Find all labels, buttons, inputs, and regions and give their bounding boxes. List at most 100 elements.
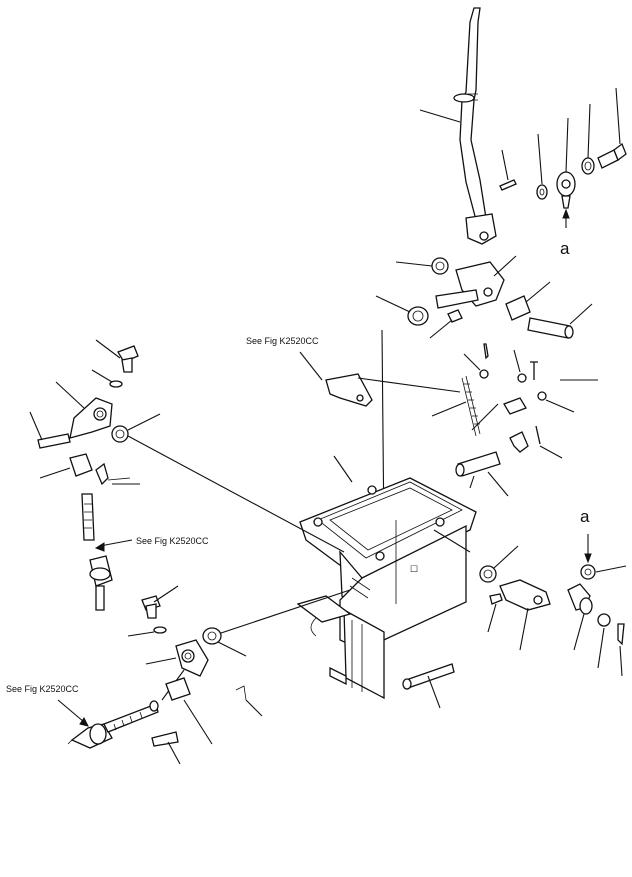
shaft-stub (469, 475, 475, 489)
leader-line (333, 455, 353, 483)
leader-line (217, 641, 247, 657)
marker-a-bottom: a (580, 507, 590, 526)
washer-lower-left (153, 626, 167, 634)
leader-line (487, 603, 497, 633)
leader-line (565, 117, 569, 173)
bushing-lower-left (202, 627, 222, 645)
leader-line (519, 607, 529, 651)
leader-line (545, 399, 575, 413)
arrow-head (584, 553, 592, 564)
leader-line (513, 349, 521, 373)
leader-line (153, 585, 179, 603)
bolt-part (597, 142, 627, 169)
yoke-part (435, 261, 505, 309)
pin-lower-left (151, 731, 179, 747)
bolt-lower-left (141, 595, 161, 619)
leader-line (587, 103, 591, 159)
leader-line (55, 381, 85, 409)
leader-line (539, 445, 563, 459)
reference-leader (299, 351, 323, 381)
clip-cluster (503, 361, 547, 453)
leader-line (537, 133, 543, 185)
leader-line (619, 645, 623, 677)
rod-end-part (556, 171, 576, 209)
arrow-head (79, 717, 89, 727)
leader-line (525, 281, 551, 303)
pin-small-a (479, 343, 489, 379)
reference-leader (99, 539, 133, 547)
leader-line (573, 613, 585, 651)
linkage-line (357, 377, 461, 393)
cotter-pin-lower (235, 685, 247, 701)
shift-lever (453, 7, 497, 245)
see-fig-reference-1: See Fig K2520CC (246, 336, 319, 346)
leader-line (595, 565, 627, 573)
leader-line (39, 467, 71, 479)
see-fig-reference-2: See Fig K2520CC (136, 536, 209, 546)
bolt-left (117, 345, 139, 373)
ball-joint-right (567, 583, 593, 615)
washer-right (597, 613, 611, 627)
leader-line (29, 411, 43, 441)
bushing-right (505, 295, 531, 321)
rod-end-lower-left (175, 639, 209, 677)
leader-line (501, 149, 509, 181)
see-fig-reference-3: See Fig K2520CC (6, 684, 79, 694)
leader-line (419, 109, 461, 123)
leader-line (395, 261, 433, 267)
washer-left (109, 380, 123, 388)
pin-left (37, 433, 71, 449)
leader-line (427, 675, 441, 709)
nut-right (580, 564, 596, 580)
linkage-bracket (325, 373, 373, 407)
arrow-head (94, 542, 105, 552)
pin-part (499, 179, 517, 191)
leader-line (145, 657, 177, 665)
leader-line (487, 471, 509, 497)
connecting-line (211, 589, 351, 637)
small-key (447, 309, 463, 323)
rod-end-left (69, 397, 113, 439)
collar-part (407, 306, 429, 326)
leader-line (471, 403, 499, 431)
leader-line (431, 401, 467, 417)
leader-line (597, 627, 605, 669)
leader-line (493, 255, 517, 277)
marker-a-top: a (560, 239, 570, 258)
clevis-lower-left (165, 677, 191, 701)
leader-line (95, 339, 121, 359)
control-cable-lower (67, 700, 159, 749)
control-box-housing: ☐ (299, 477, 477, 651)
control-cable-upper (81, 493, 113, 611)
washer-part (536, 184, 548, 200)
leader-line (127, 413, 161, 431)
leader-line (429, 319, 453, 339)
leader-line (463, 353, 481, 371)
shaft-part (455, 451, 501, 477)
cotter-pin (107, 477, 131, 481)
bushing-part (431, 257, 449, 275)
spring-part (461, 375, 481, 437)
leader-line (375, 295, 411, 313)
reference-leader (57, 699, 85, 723)
lever-arm-right (489, 579, 551, 611)
leader-line (167, 741, 181, 765)
leader-line (569, 303, 593, 325)
connecting-line (127, 435, 345, 553)
leader-line (493, 545, 519, 569)
leader-line (127, 631, 155, 637)
housing-marking: ☐ (410, 564, 418, 574)
linkage-line (433, 529, 471, 553)
leader-line (615, 87, 621, 145)
clevis-left (69, 453, 109, 486)
leader-line (245, 699, 263, 717)
leader-line (91, 369, 113, 383)
arrow-head (562, 208, 570, 219)
bushing-left (111, 425, 129, 443)
pin-right-bottom (617, 623, 625, 646)
pin-right (527, 317, 574, 339)
long-pin (402, 663, 455, 690)
collar-right (479, 565, 497, 583)
